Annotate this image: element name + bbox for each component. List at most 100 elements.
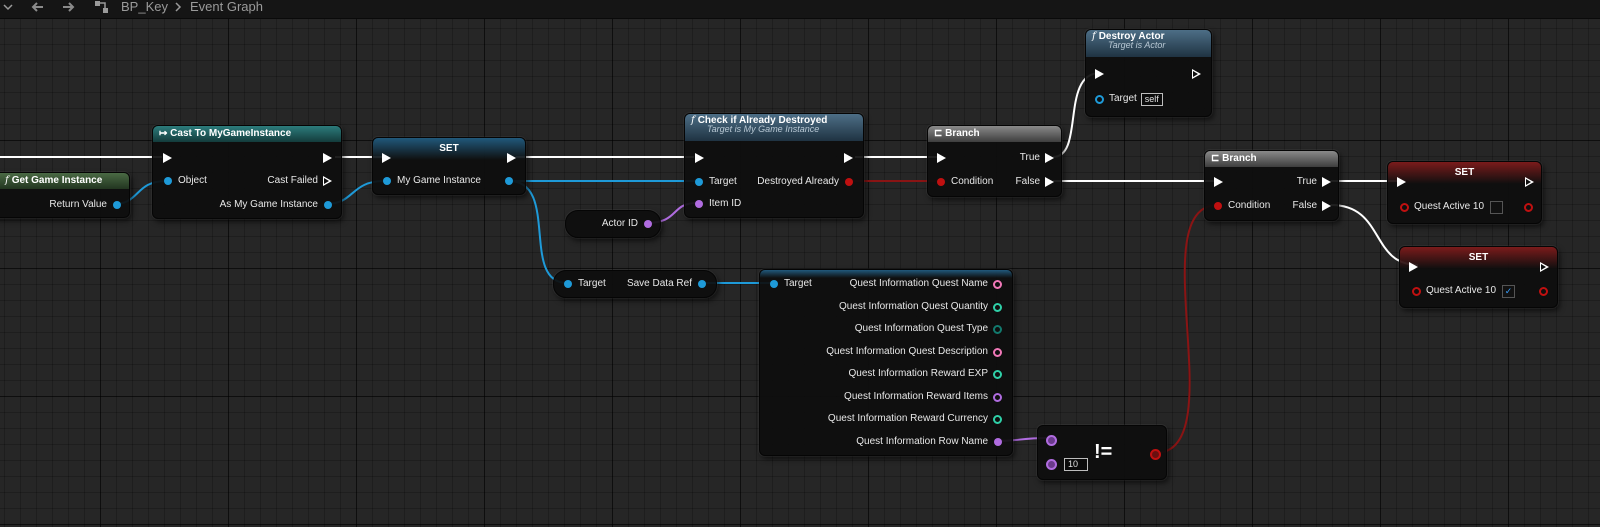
quest-active-checkbox[interactable]: ✓ <box>1502 285 1516 298</box>
arrow-left-icon[interactable] <box>30 0 46 18</box>
arrow-right-icon[interactable] <box>60 0 76 18</box>
string-pin-icon <box>993 348 1002 357</box>
exec-out-pin[interactable] <box>1540 262 1549 272</box>
quest-type-pin[interactable]: Quest Information Quest Type <box>855 323 1002 335</box>
pin-label: Destroyed Already <box>757 176 839 187</box>
breadcrumb-graph[interactable]: Event Graph <box>190 0 263 14</box>
set-quest-active-false-node[interactable]: SET Quest Active 10 <box>1387 161 1542 224</box>
cast-failed-pin[interactable]: Cast Failed <box>267 175 332 187</box>
target-pin[interactable]: Target <box>564 278 606 290</box>
name-in-pin-a[interactable] <box>1046 435 1057 446</box>
breadcrumb-blueprint[interactable]: BP_Key <box>121 0 168 14</box>
bool-out-pin[interactable] <box>1524 203 1533 212</box>
exec-in-pin[interactable] <box>1409 262 1418 272</box>
pin-label: False <box>1015 176 1040 187</box>
not-equal-node[interactable]: 10 != <box>1037 425 1167 480</box>
exec-in-pin[interactable] <box>695 153 704 163</box>
destroyed-already-pin[interactable]: Destroyed Already <box>757 176 853 188</box>
reward-exp-pin[interactable]: Quest Information Reward EXP <box>848 368 1002 380</box>
node-header: ⊏ Branch <box>928 126 1061 142</box>
exec-out-icon <box>1045 177 1054 187</box>
branch-node-2[interactable]: ⊏ Branch Condition True False <box>1204 150 1339 221</box>
save-data-ref-node[interactable]: Target Save Data Ref <box>553 270 717 298</box>
false-pin[interactable]: False <box>1016 176 1054 188</box>
node-header <box>760 270 1012 278</box>
node-title: Branch <box>945 128 980 139</box>
my-game-instance-pin[interactable]: My Game Instance <box>383 175 481 187</box>
bool-out-pin[interactable] <box>1150 449 1161 460</box>
bool-wire-noteq-condition <box>1154 204 1219 454</box>
exec-in-pin[interactable] <box>937 153 946 163</box>
false-pin[interactable]: False <box>1293 200 1331 212</box>
item-id-pin[interactable]: Item ID <box>695 198 741 210</box>
compare-value-field[interactable]: 10 <box>1064 458 1088 471</box>
int-pin-icon <box>993 415 1002 424</box>
node-header: SET <box>1400 247 1557 269</box>
pin-label: Quest Information Quest Quantity <box>839 301 988 312</box>
save-data-ref-pin[interactable]: Save Data Ref <box>627 278 706 290</box>
target-self-field[interactable]: self <box>1140 93 1163 106</box>
quest-active-10-pin[interactable]: Quest Active 10 <box>1400 201 1504 214</box>
graph-toolbar: BP_Key Event Graph <box>0 0 1600 19</box>
object-out-pin[interactable] <box>505 177 513 185</box>
pin-label: Quest Information Row Name <box>856 436 988 447</box>
quest-active-10-pin[interactable]: Quest Active 10 ✓ <box>1412 285 1516 298</box>
quest-quantity-pin[interactable]: Quest Information Quest Quantity <box>839 301 1002 313</box>
branch-node-1[interactable]: ⊏ Branch Condition True False <box>927 125 1062 197</box>
condition-pin[interactable]: Condition <box>937 176 993 188</box>
exec-out-pin[interactable] <box>844 153 853 163</box>
node-header: SET <box>1388 162 1541 184</box>
pin-label: Quest Active 10 <box>1426 285 1497 296</box>
pin-label: True <box>1019 152 1040 163</box>
true-pin[interactable]: True <box>1297 176 1331 188</box>
reward-items-pin[interactable]: Quest Information Reward Items <box>844 391 1002 403</box>
object-pin[interactable]: Object <box>164 175 207 187</box>
pin-label: Actor ID <box>601 218 638 229</box>
pin-label: Quest Information Quest Description <box>826 346 988 357</box>
object-pin-icon <box>698 280 706 288</box>
exec-in-pin[interactable] <box>1095 69 1104 79</box>
object-pin-icon <box>164 177 172 185</box>
exec-in-pin[interactable] <box>1397 177 1406 187</box>
name-in-pin-b[interactable] <box>1046 459 1057 470</box>
quest-active-checkbox[interactable] <box>1490 201 1504 214</box>
chevron-down-icon[interactable] <box>0 0 18 18</box>
exec-out-pin[interactable] <box>1525 177 1534 187</box>
function-icon: f <box>5 175 9 186</box>
actor-id-pin[interactable]: Actor ID <box>602 218 652 230</box>
set-quest-active-true-node[interactable]: SET Quest Active 10 ✓ <box>1399 246 1558 308</box>
exec-in-pin[interactable] <box>382 153 391 163</box>
cast-node[interactable]: ↦ Cast To MyGameInstance Object Cast Fai… <box>152 125 342 219</box>
as-my-game-instance-pin[interactable]: As My Game Instance <box>220 199 332 211</box>
function-icon: f <box>691 115 695 126</box>
pin-label: Quest Active 10 <box>1414 201 1485 212</box>
target-pin[interactable]: Target <box>695 176 737 188</box>
true-pin[interactable]: True <box>1020 152 1054 164</box>
exec-out-pin[interactable] <box>1192 69 1201 79</box>
row-name-pin[interactable]: Quest Information Row Name <box>856 436 1002 448</box>
bool-pin-icon <box>937 178 945 186</box>
quest-name-pin[interactable]: Quest Information Quest Name <box>850 278 1002 290</box>
break-quest-information-node[interactable]: Target Quest Information Quest Name Ques… <box>759 269 1013 456</box>
exec-in-pin[interactable] <box>163 153 172 163</box>
return-value-pin[interactable]: Return Value <box>49 199 121 211</box>
object-pin-icon <box>383 177 391 185</box>
target-pin[interactable]: Target <box>770 278 812 290</box>
condition-pin[interactable]: Condition <box>1214 200 1270 212</box>
exec-out-pin[interactable] <box>507 153 516 163</box>
reward-currency-pin[interactable]: Quest Information Reward Currency <box>828 413 1002 425</box>
exec-in-pin[interactable] <box>1214 177 1223 187</box>
set-game-instance-node[interactable]: SET My Game Instance <box>372 137 526 195</box>
node-header: ↦ Cast To MyGameInstance <box>153 126 341 142</box>
exec-out-pin[interactable] <box>323 153 332 163</box>
not-equal-operator: != <box>1094 441 1113 463</box>
node-subtitle: Target is My Game Instance <box>707 124 820 134</box>
bool-out-pin[interactable] <box>1539 287 1548 296</box>
actor-id-variable-node[interactable]: Actor ID <box>565 210 661 238</box>
quest-description-pin[interactable]: Quest Information Quest Description <box>826 346 1002 358</box>
